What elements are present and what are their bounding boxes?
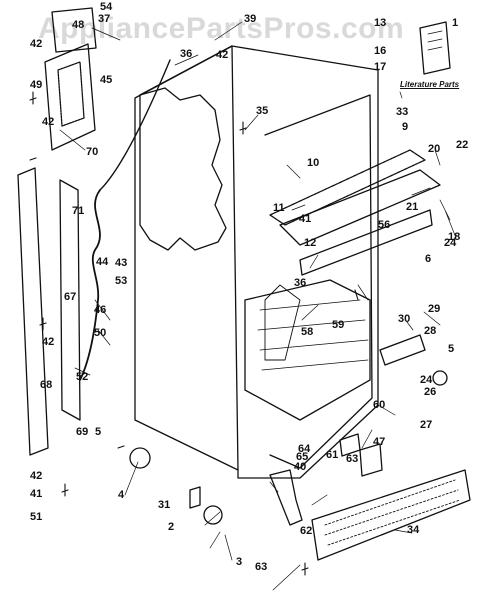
part-callout-53: 53 <box>115 275 127 287</box>
part-callout-28: 28 <box>424 325 436 337</box>
part-callout-4: 4 <box>118 489 125 501</box>
divider-strip <box>269 149 426 226</box>
part-callout-65: 65 <box>296 451 308 463</box>
part-callout-48: 48 <box>72 19 84 31</box>
part-callout-39: 39 <box>244 13 256 25</box>
part-callout-26: 26 <box>424 386 436 398</box>
part-callout-51: 51 <box>30 511 42 523</box>
part-callout-61: 61 <box>326 449 338 461</box>
part-callout-11: 11 <box>273 202 285 214</box>
top-left-bracket <box>44 43 96 151</box>
part-callout-24: 24 <box>444 237 457 249</box>
part-callout-1: 1 <box>452 17 458 29</box>
part-callout-10: 10 <box>307 157 319 169</box>
wiring-harness <box>79 189 101 381</box>
part-callout-22: 22 <box>456 139 468 151</box>
part-callout-43: 43 <box>115 257 127 269</box>
part-callout-42: 42 <box>216 49 228 61</box>
part-callout-34: 34 <box>407 524 420 536</box>
part-callout-69: 69 <box>76 426 88 438</box>
literature-card <box>419 21 451 75</box>
part-callout-36: 36 <box>180 48 192 60</box>
part-callout-12: 12 <box>304 237 316 249</box>
part-callout-2: 2 <box>168 521 174 533</box>
part-callout-27: 27 <box>420 419 432 431</box>
part-callout-45: 45 <box>100 74 112 86</box>
tray-floor <box>244 279 371 421</box>
part-callout-59: 59 <box>332 319 344 331</box>
part-callout-42: 42 <box>30 38 42 50</box>
part-callout-30: 30 <box>398 313 410 325</box>
part-callout-36: 36 <box>294 277 306 289</box>
part-callout-16: 16 <box>374 45 386 57</box>
part-callout-18: 18 <box>448 231 460 243</box>
literature-parts-label: Literature Parts <box>400 80 460 89</box>
part-callout-63: 63 <box>346 453 358 465</box>
part-callout-17: 17 <box>374 61 386 73</box>
rail-bar <box>299 209 433 276</box>
part-callout-40: 40 <box>294 461 306 473</box>
part-callout-42: 42 <box>42 336 54 348</box>
part-callout-70: 70 <box>86 146 98 158</box>
part-callout-3: 3 <box>236 556 242 568</box>
cabinet-torn-side <box>139 87 227 251</box>
part-callout-67: 67 <box>64 291 76 303</box>
part-callout-29: 29 <box>428 303 440 315</box>
part-callout-31: 31 <box>158 499 170 511</box>
part-callout-41: 41 <box>299 213 311 225</box>
part-callout-42: 42 <box>42 116 54 128</box>
part-callout-62: 62 <box>300 525 312 537</box>
part-callout-71: 71 <box>72 205 84 217</box>
part-callout-20: 20 <box>428 143 440 155</box>
cabinet-outline <box>134 45 379 479</box>
part-callout-5: 5 <box>448 343 454 355</box>
part-callout-64: 64 <box>298 443 311 455</box>
part-callout-47: 47 <box>373 436 385 448</box>
cabinet-top-panel <box>139 45 233 96</box>
part-callout-13: 13 <box>374 17 386 29</box>
part-callout-58: 58 <box>301 326 313 338</box>
right-hinge <box>379 334 426 366</box>
part-callout-35: 35 <box>256 105 268 117</box>
part-callout-33: 33 <box>396 106 408 118</box>
part-callout-60: 60 <box>373 399 385 411</box>
part-callout-5: 5 <box>95 426 101 438</box>
part-callout-56: 56 <box>378 219 390 231</box>
part-callout-21: 21 <box>406 201 418 213</box>
part-callout-46: 46 <box>94 304 106 316</box>
part-callout-41: 41 <box>30 488 42 500</box>
part-callout-63: 63 <box>255 561 267 573</box>
part-callout-6: 6 <box>425 253 431 265</box>
part-callout-42: 42 <box>30 470 42 482</box>
part-callout-49: 49 <box>30 79 42 91</box>
door-gasket-strip <box>17 167 49 456</box>
part-callout-44: 44 <box>96 256 109 268</box>
part-callout-37: 37 <box>98 13 110 25</box>
divider-rail <box>279 169 441 246</box>
cabinet-front-edge <box>231 45 239 471</box>
bottom-grille <box>311 469 471 561</box>
part-callout-24: 24 <box>420 374 433 386</box>
cabinet-inner-liner <box>264 94 373 469</box>
part-callout-68: 68 <box>40 379 52 391</box>
part-callout-9: 9 <box>402 121 408 133</box>
part-callout-54: 54 <box>100 1 113 13</box>
part-callout-52: 52 <box>76 371 88 383</box>
part-callout-50: 50 <box>94 327 106 339</box>
